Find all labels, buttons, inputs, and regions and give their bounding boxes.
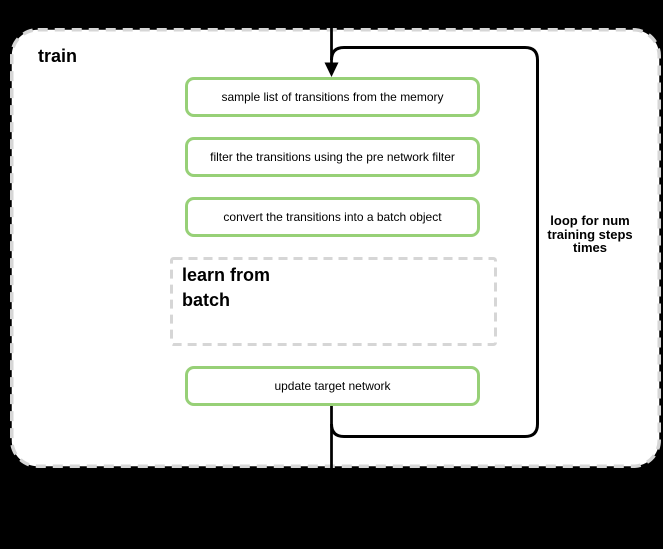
node-convert-to-batch: convert the transitions into a batch obj… <box>185 197 480 237</box>
node-filter-transitions: filter the transitions using the pre net… <box>185 137 480 177</box>
loop-annotation-line-1: loop for num <box>550 213 630 228</box>
train-panel-outline <box>10 28 661 468</box>
learn-label-line-1: learn from <box>182 265 271 285</box>
node-label: update target network <box>274 379 391 393</box>
loop-annotation-line-2: training steps <box>547 226 633 242</box>
loop-annotation-line-3: times <box>573 240 607 255</box>
learn-label-line-2: batch <box>182 290 231 310</box>
loop-annotation: loop for num training steps times <box>540 214 640 255</box>
node-learn-from-batch-label: learn from batch <box>182 263 270 313</box>
node-update-target-network: update target network <box>185 366 480 406</box>
node-label: convert the transitions into a batch obj… <box>223 210 442 224</box>
learn-from-batch-group-outline <box>170 257 497 346</box>
node-label: filter the transitions using the pre net… <box>210 150 455 164</box>
loop-boundary <box>330 46 539 438</box>
panel-title: train <box>38 46 78 66</box>
node-sample-transitions: sample list of transitions from the memo… <box>185 77 480 117</box>
arrow-down-icon <box>324 62 339 77</box>
node-label: sample list of transitions from the memo… <box>221 90 444 104</box>
